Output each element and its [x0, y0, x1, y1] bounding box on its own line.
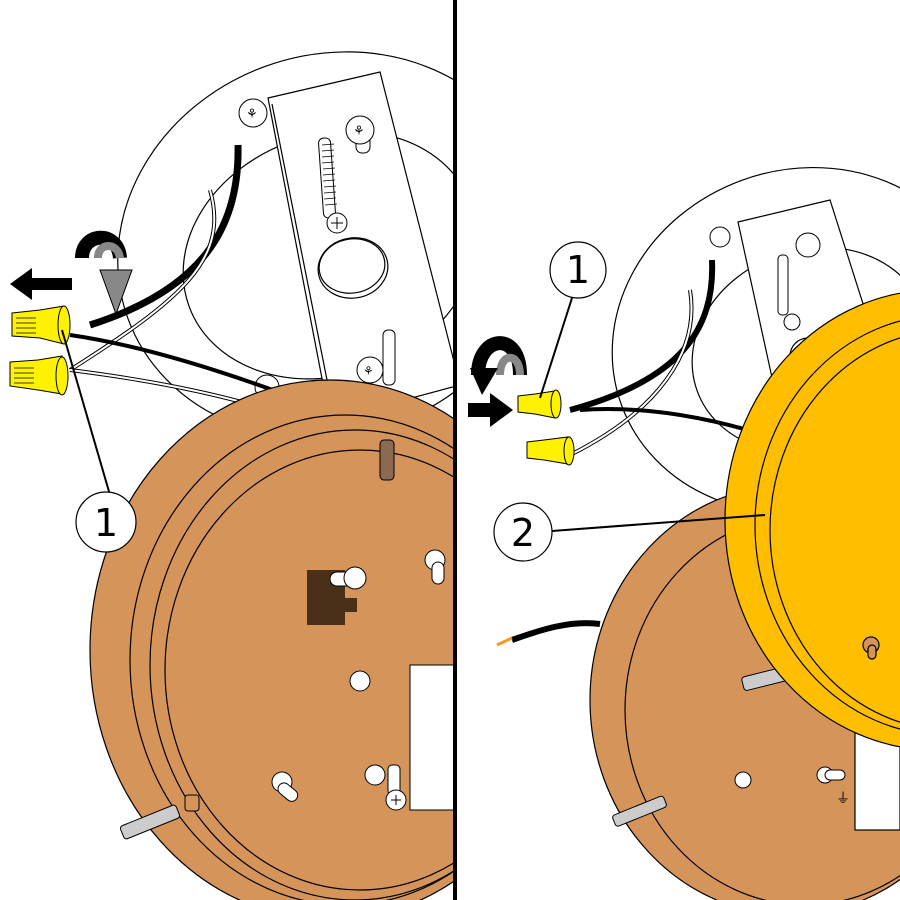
callout-2-right: 2: [493, 502, 766, 562]
svg-text:⚘: ⚘: [246, 107, 258, 122]
bracket-screw-long: [318, 137, 348, 234]
left-illustration: ⚘ ⚘ ⚘: [9, 51, 453, 900]
callout-1-left: 1: [61, 329, 137, 553]
svg-text:⚘: ⚘: [353, 124, 365, 139]
pull-left-arrow-icon: [10, 268, 72, 300]
wire-connector-top: [11, 305, 71, 345]
wire-connector-bottom: [9, 355, 69, 396]
right-illustration: ⏚ 1 2: [468, 166, 900, 900]
wires: [68, 144, 301, 422]
plate-screw-top: [379, 439, 395, 481]
svg-text:⏚: ⏚: [836, 791, 850, 807]
base-plate-holes: ⏚: [734, 766, 850, 807]
bracket-screw-head-top: ⚘: [345, 115, 375, 154]
base-plate-holes: [271, 549, 453, 811]
rotate-clockwise-arrow-icon: [470, 336, 527, 395]
base-plate-slot: [307, 566, 367, 625]
panel-right-attach-connectors: ⏚ 1 2: [457, 0, 900, 900]
rotate-counterclockwise-arrow-icon: [75, 230, 133, 316]
bracket-screw-head-left: ⚘: [238, 98, 268, 128]
bracket-screw: [709, 226, 821, 331]
callout-label: 2: [511, 511, 535, 555]
wire-connector-top: [517, 389, 562, 419]
svg-text:⚘: ⚘: [363, 364, 374, 378]
callout-label: 1: [94, 501, 118, 545]
fixture-cover: [724, 292, 900, 748]
wire-connector-bottom: [526, 436, 575, 466]
callout-1-right: 1: [539, 241, 607, 399]
callout-label: 1: [566, 248, 590, 292]
push-right-arrow-icon: [468, 393, 513, 427]
panel-divider: [453, 0, 457, 900]
mounting-screw-bottom-left: [119, 794, 200, 840]
ground-wire: [496, 620, 601, 647]
panel-left-remove-connectors: ⚘ ⚘ ⚘: [9, 51, 453, 900]
mounting-bracket: [267, 71, 453, 421]
plate-screw-right: [385, 764, 407, 811]
